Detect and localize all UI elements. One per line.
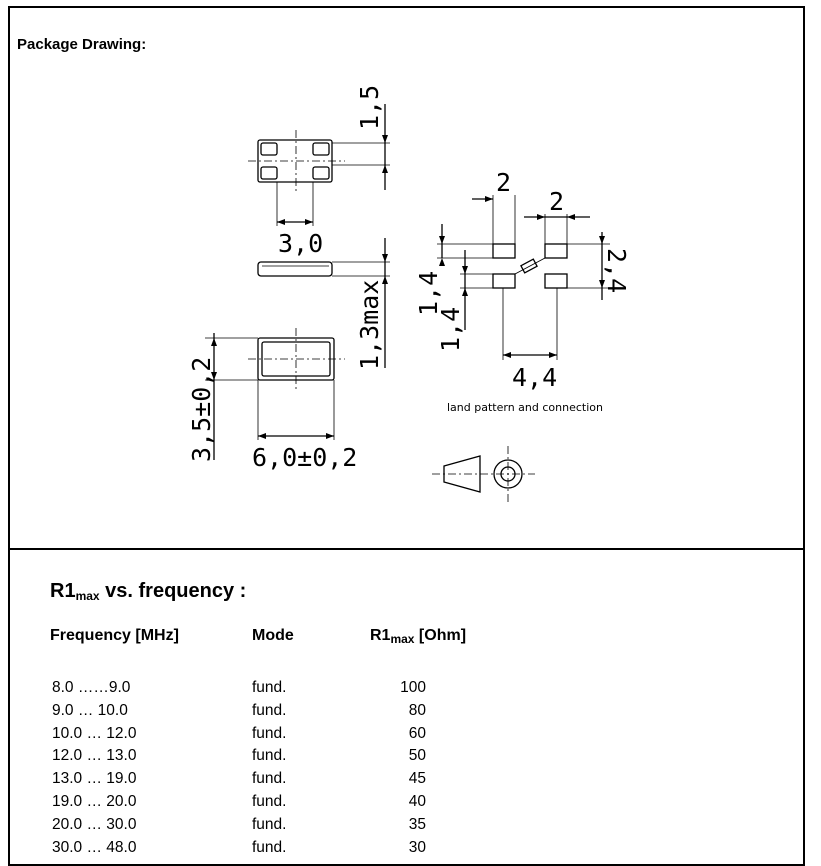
r1-cell: 50 bbox=[408, 747, 426, 765]
dim-land-w1: 2 bbox=[496, 168, 511, 197]
frequency-cell: 9.0 … 10.0 bbox=[52, 701, 128, 719]
dim-height-max: 1,3max bbox=[355, 280, 384, 370]
r1-cell: 35 bbox=[408, 815, 426, 833]
dim-pad-height: 1,5 bbox=[355, 85, 384, 130]
table-row: 13.0 … 19.0 fund. 45 bbox=[50, 768, 426, 791]
r1-cell: 40 bbox=[408, 792, 426, 810]
dim-land-h2: 1,4 bbox=[436, 307, 465, 352]
mode-cell: fund. bbox=[252, 792, 287, 810]
package-drawing-title: Package Drawing: bbox=[17, 36, 147, 53]
table-row: 20.0 … 30.0 fund. 35 bbox=[50, 814, 426, 837]
table-row: 9.0 … 10.0 fund. 80 bbox=[50, 700, 426, 723]
r1-cell: 45 bbox=[408, 770, 426, 788]
dim-land-total-h: 2,4 bbox=[602, 248, 631, 293]
header-mode: Mode bbox=[252, 627, 294, 644]
frequency-cell: 30.0 … 48.0 bbox=[52, 838, 137, 856]
dim-length: 6,0±0,2 bbox=[252, 443, 357, 472]
r1-cell: 60 bbox=[408, 724, 426, 742]
bottom-view bbox=[205, 328, 345, 460]
frequency-cell: 19.0 … 20.0 bbox=[52, 792, 137, 810]
table-row: 30.0 … 48.0 fund. 30 bbox=[50, 837, 426, 860]
dim-land-w2: 2 bbox=[549, 187, 564, 216]
mode-cell: fund. bbox=[252, 701, 287, 719]
mode-cell: fund. bbox=[252, 838, 287, 856]
mode-cell: fund. bbox=[252, 815, 287, 833]
frequency-cell: 12.0 … 13.0 bbox=[52, 747, 137, 765]
package-drawing: 1,5 3,0 1,3max 3,5±0,2 6,0±0,2 2 2 1,4 1… bbox=[187, 85, 631, 502]
header-frequency: Frequency [MHz] bbox=[50, 627, 179, 644]
land-pattern-caption: land pattern and connection bbox=[447, 401, 603, 414]
r1-cell: 30 bbox=[408, 838, 426, 856]
r1-cell: 100 bbox=[400, 679, 426, 696]
frequency-cell: 10.0 … 12.0 bbox=[52, 724, 137, 742]
table-row: 19.0 … 20.0 fund. 40 bbox=[50, 791, 426, 814]
table-row: 10.0 … 12.0 fund. 60 bbox=[50, 723, 426, 746]
header-r1max: R1max [Ohm] bbox=[370, 627, 467, 646]
table-row: 8.0 ……9.0 fund. 100 bbox=[50, 677, 426, 700]
top-view bbox=[248, 104, 390, 226]
r1-section-title: R1max vs. frequency : bbox=[50, 580, 247, 603]
dim-width: 3,5±0,2 bbox=[187, 357, 216, 462]
mode-cell: fund. bbox=[252, 747, 287, 765]
section-divider bbox=[8, 548, 805, 550]
table-row: 12.0 … 13.0 fund. 50 bbox=[50, 745, 426, 768]
mode-cell: fund. bbox=[252, 724, 287, 742]
frequency-cell: 20.0 … 30.0 bbox=[52, 815, 137, 833]
r1-cell: 80 bbox=[408, 701, 426, 719]
frequency-cell: 8.0 ……9.0 bbox=[52, 679, 131, 696]
dim-pad-spacing: 3,0 bbox=[278, 229, 323, 258]
dim-land-span: 4,4 bbox=[512, 363, 557, 392]
projection-symbol bbox=[432, 446, 535, 502]
dim-land-h1: 1,4 bbox=[414, 271, 443, 316]
mode-cell: fund. bbox=[252, 770, 287, 788]
frequency-cell: 13.0 … 19.0 bbox=[52, 770, 137, 788]
r1-table: 8.0 ……9.0 fund. 100 9.0 … 10.0 fund. 80 10.0 …… bbox=[50, 677, 426, 859]
mode-cell: fund. bbox=[252, 679, 287, 696]
